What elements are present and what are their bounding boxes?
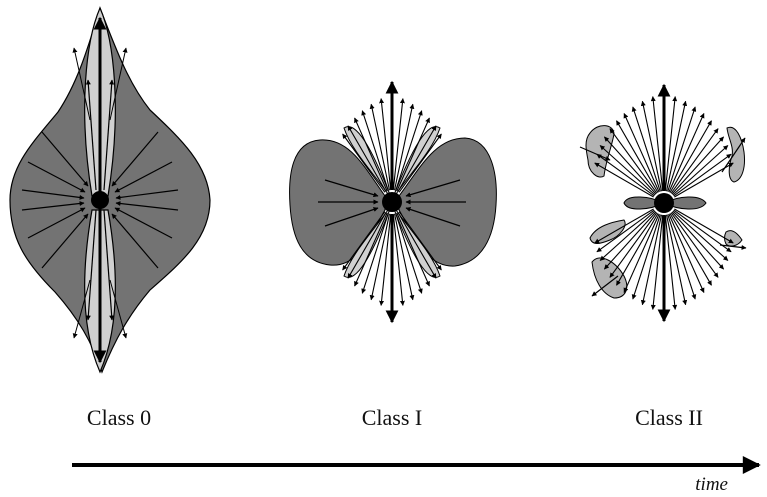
class-ii-outflow-ray <box>673 153 732 197</box>
class-ii-outflow-ray <box>640 100 663 192</box>
class-ii-remnant-arrows <box>579 137 747 297</box>
class-ii-outflow-ray <box>623 113 660 193</box>
class-ii-outflow-ray <box>599 145 656 196</box>
class-0-outflow-arrows <box>72 16 128 364</box>
class-ii-outflow-ray <box>665 214 688 306</box>
class-i-protostar <box>382 192 402 212</box>
class-i-outflow-ray <box>395 213 423 294</box>
class-ii-outflow-ray <box>664 214 678 310</box>
class-0-envelope <box>9 6 211 374</box>
class-ii-outflow-ray <box>650 96 664 192</box>
class-ii-outflow-ray <box>668 113 705 193</box>
class-ii-outflow-arrows <box>594 83 734 323</box>
class-ii-outflow-ray <box>603 136 657 195</box>
class-ii-outflow-ray <box>623 213 660 293</box>
class-ii-outflow-ray <box>668 213 705 293</box>
class-i-outflow-ray <box>347 212 387 279</box>
class-ii-outflow-ray <box>616 213 659 286</box>
class-ii-outflow-ray <box>603 211 657 270</box>
class-ii-outflow-ray <box>670 128 719 194</box>
class-i-outflow-ray <box>379 213 392 306</box>
class-i-outflow-ray <box>396 117 430 192</box>
class-ii-outflow-ray <box>664 96 678 192</box>
class-i-outflow-ray <box>361 110 389 191</box>
class-ii-outflow-ray <box>672 145 729 196</box>
class-i-outflow-ray <box>395 110 423 191</box>
class-ii-label: Class II <box>635 405 703 430</box>
class-ii-outflow-ray <box>672 210 729 261</box>
class-ii-outflow-ray <box>670 212 719 278</box>
class-ii-outflow-ray <box>650 214 664 310</box>
class-i-outflow-ray <box>392 98 405 191</box>
class-ii-outflow-ray <box>671 211 725 270</box>
class-ii-outflow-ray <box>667 214 697 300</box>
class-ii-outflow-ray <box>640 214 663 306</box>
class-ii-outflow-ray <box>594 208 654 244</box>
class-i-outflow-ray <box>342 133 386 193</box>
class-ii-outflow-ray <box>609 128 658 194</box>
class-i-outflow-ray <box>393 213 415 301</box>
class-ii-outflow-ray <box>596 209 655 253</box>
class-ii-outflow-ray <box>665 100 688 192</box>
class-i-outflow-ray <box>369 103 391 191</box>
class-i-outflow-ray <box>361 213 389 294</box>
class-ii-outflow-ray <box>667 106 697 192</box>
class-i-outflow-ray <box>396 212 430 287</box>
class-i-outflow-ray <box>369 213 391 301</box>
class-i-outflow-arrows <box>342 80 442 324</box>
class-0-protostar <box>91 191 109 209</box>
class-ii-outflow-ray <box>669 213 712 286</box>
class-i-outflow-ray <box>392 213 405 306</box>
class-0-illustration <box>9 6 211 374</box>
class-i-label: Class I <box>362 405 423 430</box>
class-i-outflow-ray <box>397 125 437 192</box>
class-ii-outflow-ray <box>616 120 659 193</box>
class-i-outflow-ray <box>354 212 388 287</box>
class-i-outflow-ray <box>347 125 387 192</box>
class-i-outflow-ray <box>398 133 442 193</box>
class-i-outflow-ray <box>342 211 386 271</box>
class-i-illustration <box>289 80 497 324</box>
class-ii-outflow-ray <box>669 120 712 193</box>
class-i-outflow-ray <box>397 212 437 279</box>
class-ii-outflow-ray <box>631 214 661 300</box>
class-i-outflow-ray <box>379 98 392 191</box>
class-0-label: Class 0 <box>87 405 151 430</box>
class-ii-protostar <box>654 193 674 213</box>
class-ii-outflow-ray <box>594 162 654 198</box>
class-ii-outflow-ray <box>671 136 725 195</box>
time-label: time <box>695 474 728 495</box>
class-ii-outflow-ray <box>609 212 658 278</box>
class-ii-outflow-ray <box>596 153 655 197</box>
class-ii-outflow-ray <box>674 208 734 244</box>
class-i-outflow-ray <box>398 211 442 271</box>
class-i-infall-arrows <box>318 179 466 227</box>
class-ii-outflow-ray <box>631 106 661 192</box>
class-0-infall-arrows <box>21 131 179 269</box>
class-ii-outflow-ray <box>674 162 734 198</box>
class-ii-illustration <box>579 83 747 323</box>
class-ii-outflow-ray <box>599 210 656 261</box>
class-i-outflow-ray <box>354 117 388 192</box>
class-i-outflow-ray <box>393 103 415 191</box>
